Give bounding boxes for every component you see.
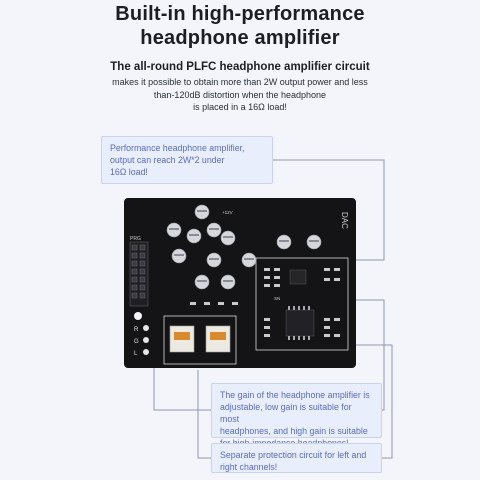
callout-gain-line-2: adjustable, low gain is suitable for mos… [220,402,352,424]
silk-led-r: R [134,327,139,333]
description-line-2: than-120dB distortion when the headphone [153,89,327,100]
title-line-2: headphone amplifier [140,27,340,49]
amplifier-chip-pins [288,306,310,340]
amplifier-chip [285,309,315,337]
callout-gain-line-3: headphones, and high gain is suitable [220,426,368,436]
mounting-hole [134,312,142,320]
pin-header [129,241,149,307]
callout-gain: The gain of the headphone amplifier is a… [211,383,382,448]
callout-protection: Separate protection circuit for left and… [211,443,382,473]
callout-power-output: Performance headphone amplifier, output … [101,136,273,184]
amp-section-outline [255,257,349,351]
silk-dac: DAC [340,212,349,229]
callout-power-line-3: 16Ω load! [110,167,148,177]
capacitor-markings [169,210,319,282]
silk-part: SN [274,296,280,301]
description-line-3: is placed in a 16Ω load! [193,102,287,112]
callout-protection-line-1: Separate protection circuit for left and [220,450,367,460]
led-g [143,337,149,343]
silk-led-g: G [134,339,139,345]
silk-prg: PRG [130,236,141,242]
callout-power-line-2: output can reach 2W*2 under [110,155,225,165]
title-line-1: Built-in high-performance [115,3,365,25]
relay-section-outline [163,315,237,365]
op-amp-chip [289,269,307,285]
section-description: makes it possible to obtain more than 2W… [100,76,380,114]
callout-gain-line-1: The gain of the headphone amplifier is [220,390,370,400]
silk-led-l: L [134,351,138,357]
section-subtitle: The all-round PLFC headphone amplifier c… [110,61,370,73]
pcb-board-photo: DAC PRG +12V SN R G L [124,198,356,368]
smd-components [190,268,340,337]
pcb-substrate [124,198,356,368]
protection-relays [169,325,231,353]
callout-protection-line-2: right channels! [220,462,278,472]
led-r [143,325,149,331]
pcb-illustration: DAC PRG +12V SN R G L [124,198,356,368]
led-l [143,349,149,355]
connector-protection-left [197,370,211,459]
page-title: Built-in high-performance headphone ampl… [0,2,480,50]
description-line-1: makes it possible to obtain more than 2W… [112,77,368,87]
callout-power-line-1: Performance headphone amplifier, [110,143,245,153]
silk-voltage: +12V [222,210,233,215]
